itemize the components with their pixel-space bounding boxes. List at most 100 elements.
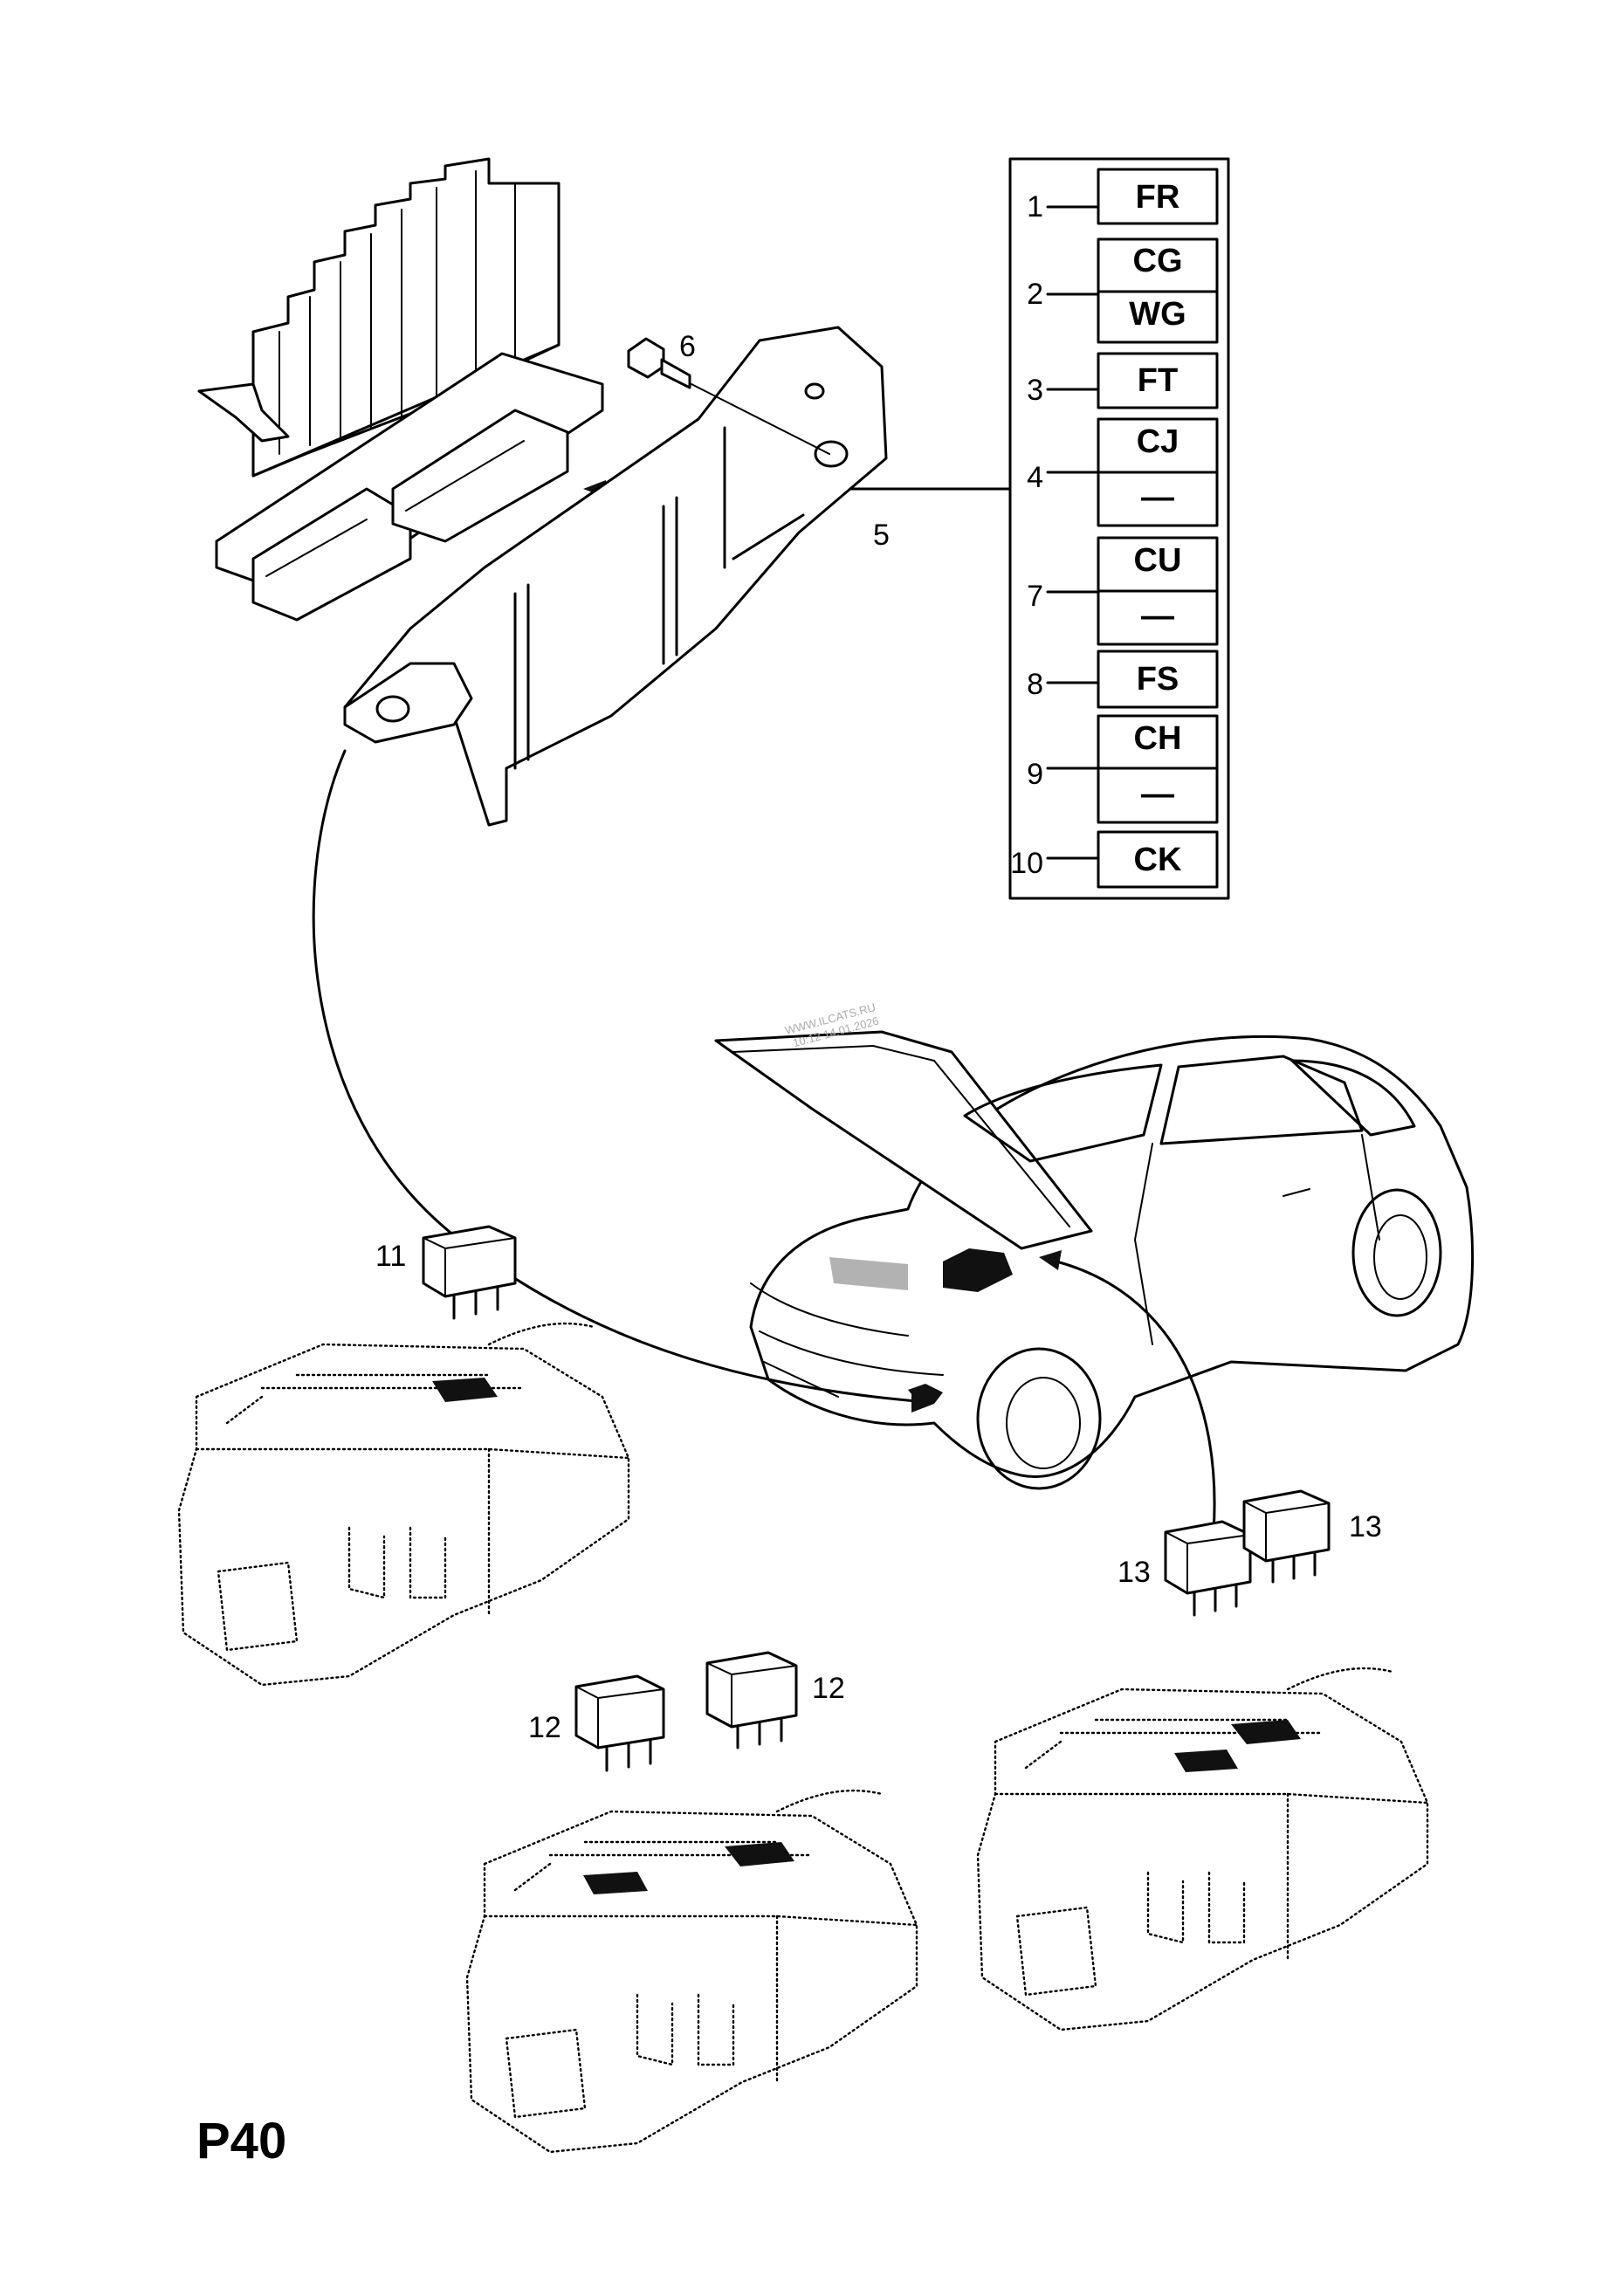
callout-13-left: 13 xyxy=(1118,1556,1151,1589)
relay-slot-occupied xyxy=(432,1378,498,1402)
relay-box-fins xyxy=(279,170,516,455)
legend-row-7: 7 CU — xyxy=(1027,536,1219,646)
relay-slot-occupied xyxy=(583,1872,648,1894)
callout-6: 6 xyxy=(679,330,696,363)
fuse-relay-box-right xyxy=(976,1667,1429,2031)
legend-code: CU xyxy=(1134,542,1182,579)
car-illustration xyxy=(714,1030,1475,1490)
bracket-foot xyxy=(343,662,473,744)
bracket-ribs xyxy=(513,496,678,770)
legend-row-8: 8 FS xyxy=(1027,650,1219,709)
relay-cube xyxy=(422,1225,517,1298)
box-connector xyxy=(1146,1871,1246,1944)
legend-code: CG xyxy=(1133,243,1183,279)
door-handle xyxy=(1283,1188,1310,1197)
legend-ref-7: 7 xyxy=(1027,580,1043,613)
box-outline xyxy=(465,1810,918,2154)
legend-row-2: 2 CG WG xyxy=(1027,237,1219,344)
fuse-relay-box-left xyxy=(177,1322,630,1687)
side-window xyxy=(1159,1055,1364,1145)
legend-row-1: 1 FR xyxy=(1027,168,1219,225)
bracket-mounting-hole xyxy=(375,695,410,723)
legend-code: FS xyxy=(1137,661,1179,698)
relay-11 xyxy=(422,1225,517,1320)
windscreen xyxy=(963,1063,1163,1163)
legend-ref-2: 2 xyxy=(1027,278,1043,311)
relay-slot-occupied xyxy=(725,1842,794,1866)
box-connector xyxy=(347,1526,447,1599)
relay-cube xyxy=(1164,1520,1252,1595)
legend-row-10: 10 CK xyxy=(1010,830,1219,889)
fuse-relay-box-middle xyxy=(465,1789,918,2154)
door-seam xyxy=(1134,1134,1380,1345)
connector-socket-left xyxy=(251,487,412,622)
relay-cube xyxy=(1242,1489,1331,1563)
legend-code: WG xyxy=(1129,296,1186,333)
relay-cube xyxy=(705,1651,798,1729)
bracket-mounting-hole xyxy=(804,382,825,400)
legend-ref-1: 1 xyxy=(1027,190,1043,223)
box-connector xyxy=(636,1993,735,2066)
legend-ref-3: 3 xyxy=(1027,374,1043,407)
bolt-head xyxy=(627,337,665,379)
box-outline xyxy=(177,1343,630,1687)
legend-table: 1 FR 2 CG WG 3 FT 4 CJ — xyxy=(583,157,1230,900)
legend-code: CH xyxy=(1134,720,1182,757)
callout-5: 5 xyxy=(873,519,890,552)
bracket-mounting-hole xyxy=(814,440,849,468)
rear-wheel xyxy=(1351,1188,1442,1317)
mounting-bolt xyxy=(627,337,830,455)
legend-code: FT xyxy=(1138,362,1178,399)
rear-side-window xyxy=(1290,1059,1416,1137)
retaining-clip xyxy=(197,382,290,443)
box-outline xyxy=(976,1688,1429,2031)
legend-ref-4: 4 xyxy=(1027,461,1043,494)
legend-code: CJ xyxy=(1137,423,1179,460)
legend-ref-9: 9 xyxy=(1027,758,1043,791)
relay-box-body xyxy=(251,157,560,478)
bolt-shank xyxy=(660,358,691,389)
mounting-bracket xyxy=(343,326,888,827)
relay-13-right xyxy=(1242,1489,1331,1584)
page-code: P40 xyxy=(196,2113,286,2169)
relay-13-left xyxy=(1164,1520,1252,1617)
relay-slot-occupied xyxy=(1231,1720,1301,1744)
legend-code-box xyxy=(1097,352,1219,409)
engine-bay-relay-box-location xyxy=(943,1248,1013,1292)
relay-slot-occupied xyxy=(1174,1749,1238,1772)
relay-12-left xyxy=(574,1674,665,1772)
car-bonnet-open xyxy=(714,1030,1093,1250)
callout-12-left: 12 xyxy=(528,1711,561,1744)
legend-row-3: 3 FT xyxy=(1027,352,1219,409)
callout-11: 11 xyxy=(375,1240,406,1273)
relay-pins xyxy=(1271,1552,1317,1584)
legend-row-4: 4 CJ — xyxy=(1027,417,1219,527)
bumper-bracket-location xyxy=(908,1384,943,1404)
front-wheel-rim xyxy=(1006,1377,1081,1469)
headlamp xyxy=(829,1257,908,1290)
relay-cube xyxy=(574,1674,665,1749)
legend-frame xyxy=(1008,157,1230,900)
relay-pins xyxy=(452,1285,499,1320)
box-label-plate xyxy=(1015,1906,1097,1997)
legend-ref-10: 10 xyxy=(1010,847,1043,880)
relay-pins xyxy=(1193,1584,1238,1617)
legend-code-box xyxy=(1097,650,1219,709)
relay-pins xyxy=(605,1739,652,1772)
legend-code: — xyxy=(1141,776,1174,813)
legend-code-box xyxy=(1097,830,1219,889)
legend-code: — xyxy=(1141,479,1174,516)
relay-pins xyxy=(736,1718,783,1749)
location-leader-curve-right xyxy=(1055,1260,1216,1534)
legend-code: CK xyxy=(1134,842,1182,878)
callout-13-right: 13 xyxy=(1349,1510,1382,1543)
box-label-plate xyxy=(505,2028,587,2119)
front-bumper-lines xyxy=(750,1282,944,1398)
front-wheel xyxy=(976,1347,1102,1490)
relay-12-right xyxy=(705,1651,798,1749)
legend-code-box xyxy=(1097,168,1219,225)
callout-12-right: 12 xyxy=(812,1672,845,1705)
box-label-plate xyxy=(217,1561,299,1652)
arrowhead xyxy=(1039,1250,1062,1270)
